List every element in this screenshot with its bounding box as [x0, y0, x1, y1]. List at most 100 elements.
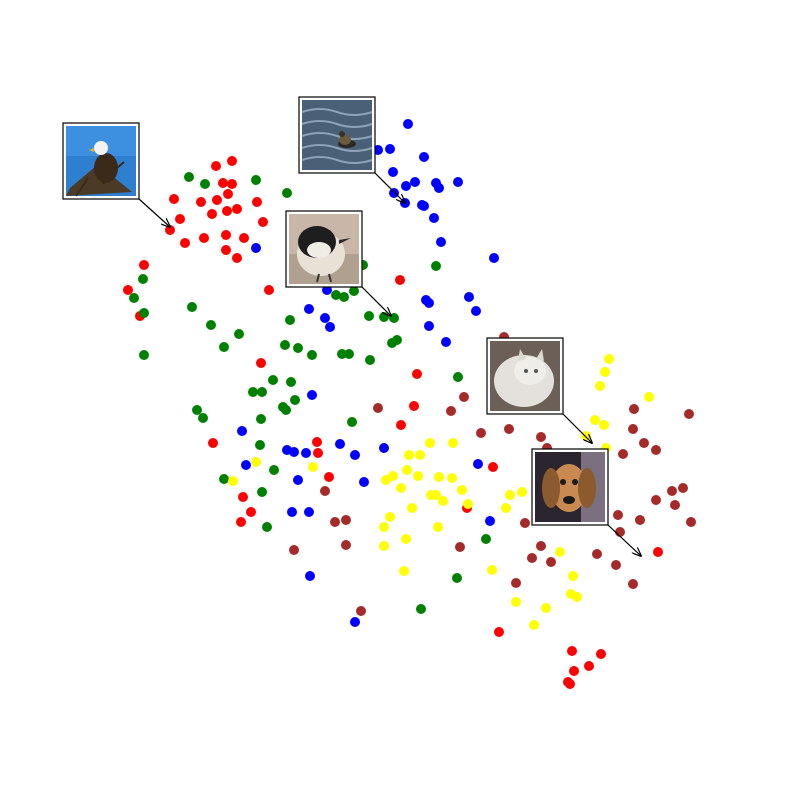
data-point-blue [453, 177, 463, 187]
data-point-yellow [401, 534, 411, 544]
dog-image [535, 452, 605, 522]
data-point-blue [464, 292, 474, 302]
data-point-blue [359, 477, 369, 487]
data-point-brown [628, 579, 638, 589]
data-point-blue [293, 475, 303, 485]
data-point-yellow [555, 547, 565, 557]
data-point-yellow [379, 522, 389, 532]
data-point-green [282, 188, 292, 198]
data-point-green [198, 413, 208, 423]
cat-arrow [562, 413, 592, 443]
data-point-green [256, 414, 266, 424]
data-point-blue [301, 448, 311, 458]
data-point-red [169, 194, 179, 204]
data-point-red [409, 401, 419, 411]
data-point-blue [305, 571, 315, 581]
chickadee-image [288, 213, 360, 285]
data-point-red [175, 214, 185, 224]
data-point-yellow [415, 450, 425, 460]
data-point-red [653, 547, 663, 557]
data-point-red [208, 438, 218, 448]
data-point-brown [611, 560, 621, 570]
data-point-yellow [517, 487, 527, 497]
data-point-red [584, 661, 594, 671]
data-point-red [252, 197, 262, 207]
data-point-green [416, 604, 426, 614]
points-layer [123, 119, 696, 689]
data-point-brown [476, 428, 486, 438]
data-point-brown [592, 549, 602, 559]
data-point-green [251, 175, 261, 185]
data-point-yellow [600, 367, 610, 377]
data-point-yellow [644, 392, 654, 402]
data-point-yellow [572, 592, 582, 602]
dog-thumbnail [531, 448, 641, 556]
data-point-yellow [228, 476, 238, 486]
data-point-red [238, 492, 248, 502]
data-point-blue [289, 447, 299, 457]
data-point-brown [504, 424, 514, 434]
data-point-blue [307, 390, 317, 400]
data-point-blue [251, 243, 261, 253]
data-point-brown [639, 438, 649, 448]
data-point-brown [618, 449, 628, 459]
data-point-red [223, 189, 233, 199]
data-point-yellow [457, 485, 467, 495]
data-point-yellow [402, 465, 412, 475]
data-point-brown [651, 495, 661, 505]
data-point-brown [446, 406, 456, 416]
data-point-blue [436, 237, 446, 247]
data-point-yellow [448, 438, 458, 448]
data-point-green [331, 290, 341, 300]
data-point-blue [429, 213, 439, 223]
data-point-yellow [308, 462, 318, 472]
eagle-thumbnail [62, 122, 170, 227]
data-point-yellow [505, 490, 515, 500]
cat-thumbnail [486, 337, 592, 443]
data-point-blue [485, 516, 495, 526]
data-point-brown [667, 486, 677, 496]
data-point-green [184, 172, 194, 182]
data-point-yellow [399, 566, 409, 576]
data-point-blue [441, 337, 451, 347]
data-point-blue [350, 450, 360, 460]
data-point-green [206, 320, 216, 330]
data-point-brown [520, 518, 530, 528]
data-point-green [349, 286, 359, 296]
data-point-green [248, 387, 258, 397]
data-point-green [344, 349, 354, 359]
data-point-red [239, 233, 249, 243]
data-point-blue [287, 507, 297, 517]
data-point-yellow [487, 565, 497, 575]
data-point-red [565, 679, 575, 689]
chickadee-arrow [361, 286, 391, 316]
data-point-red [227, 179, 237, 189]
data-point-red [227, 156, 237, 166]
data-point-red [395, 275, 405, 285]
data-point-green [339, 292, 349, 302]
data-point-red [256, 358, 266, 368]
data-point-brown [536, 432, 546, 442]
data-point-green [234, 329, 244, 339]
data-point-red [236, 517, 246, 527]
data-point-red [494, 627, 504, 637]
data-point-yellow [501, 503, 511, 513]
data-point-yellow [426, 490, 436, 500]
data-point-green [337, 349, 347, 359]
duck-arrow [374, 172, 405, 203]
data-point-yellow [595, 381, 605, 391]
eagle-arrow [138, 198, 170, 227]
data-point-blue [424, 321, 434, 331]
data-point-brown [684, 409, 694, 419]
data-point-brown [536, 541, 546, 551]
data-point-brown [678, 483, 688, 493]
data-point-red [569, 666, 579, 676]
data-point-green [453, 372, 463, 382]
data-point-yellow [604, 354, 614, 364]
dog-arrow [607, 524, 641, 556]
data-point-blue [304, 304, 314, 314]
data-point-green [280, 340, 290, 350]
data-point-green [138, 274, 148, 284]
data-point-yellow [581, 431, 591, 441]
data-point-green [364, 311, 374, 321]
